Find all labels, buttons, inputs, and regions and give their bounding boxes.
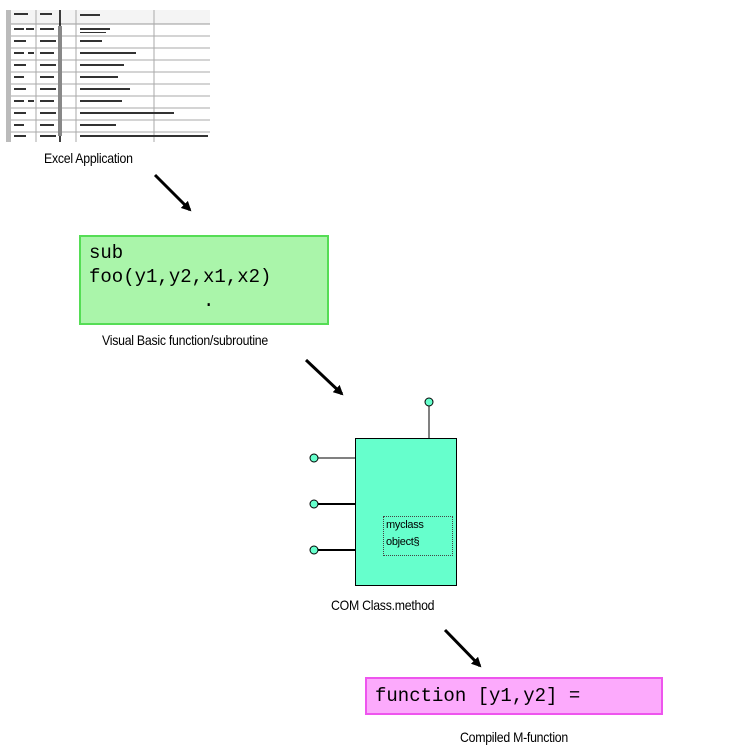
arrow-excel-to-vb: [153, 173, 192, 212]
visual-basic-code-box: sub foo(y1,y2,x1,x2) .: [79, 235, 329, 325]
com-object-label-line-1: myclass: [386, 519, 424, 531]
excel-spreadsheet-thumbnail: [6, 10, 210, 142]
output-port-circle: [424, 397, 434, 407]
com-class-block: [355, 438, 457, 586]
com-object-label: myclass object§: [383, 516, 453, 556]
vb-code-line-1: sub: [89, 242, 124, 264]
input-port-circle-3: [309, 545, 319, 555]
vb-code-line-2: foo(y1,y2,x1,x2): [89, 266, 272, 288]
visual-basic-caption: Visual Basic function/subroutine: [102, 332, 268, 348]
excel-grid-graphic: [6, 10, 210, 142]
excel-application-caption: Excel Application: [44, 150, 133, 166]
com-class-method-caption: COM Class.method: [331, 597, 435, 613]
arrow-vb-to-com: [304, 358, 344, 396]
vb-code-line-3: .: [89, 290, 215, 312]
m-function-code-box: function [y1,y2] =: [365, 677, 663, 715]
com-object-label-line-2: object§: [386, 536, 420, 548]
input-port-circle-1: [309, 453, 319, 463]
arrow-com-to-mfunction: [443, 628, 482, 668]
input-port-circle-2: [309, 499, 319, 509]
compiled-m-function-caption: Compiled M-function: [460, 729, 568, 745]
